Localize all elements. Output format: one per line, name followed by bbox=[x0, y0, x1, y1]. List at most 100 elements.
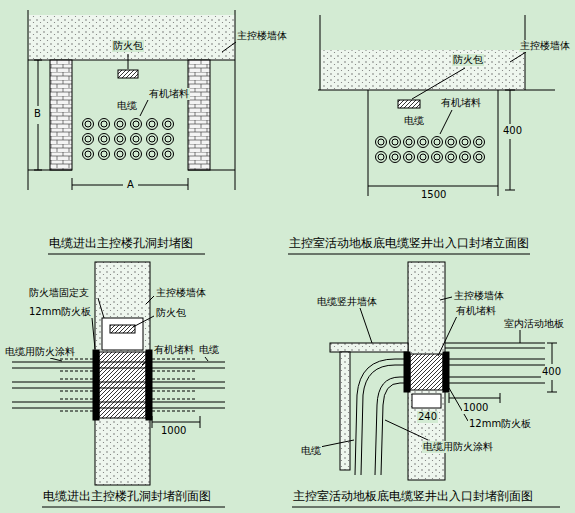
drawing-stroke bbox=[28, 10, 29, 190]
drawing-stroke bbox=[152, 422, 200, 423]
drawing-stroke bbox=[147, 134, 158, 145]
drawing-stroke bbox=[476, 139, 482, 145]
figure-caption: 主控室活动地板底电缆竖井出入口封堵剖面图 bbox=[292, 490, 534, 504]
part-label: 电缆 bbox=[300, 445, 322, 457]
drawing-stroke bbox=[102, 318, 143, 350]
drawing-stroke bbox=[440, 297, 452, 300]
drawing-stroke bbox=[133, 151, 139, 157]
drawing-stroke bbox=[398, 100, 420, 108]
dimension: 1000 bbox=[160, 425, 187, 437]
drawing-stroke bbox=[330, 343, 408, 352]
drawing-stroke bbox=[376, 152, 387, 163]
drawing-stroke bbox=[149, 151, 155, 157]
part-label: 主控楼墙体 bbox=[519, 40, 571, 52]
drawing-stroke bbox=[50, 60, 72, 170]
figure-caption: 电缆进出主控楼孔洞封堵图 bbox=[48, 237, 194, 251]
part-label: 有机堵料 bbox=[440, 97, 482, 109]
figure-wall-section bbox=[12, 262, 225, 507]
drawing-stroke bbox=[440, 110, 452, 134]
drawing-stroke bbox=[449, 393, 450, 403]
part-label: 主控楼墙体 bbox=[453, 290, 505, 302]
part-label: 主控楼墙体 bbox=[155, 287, 207, 299]
drawing-stroke bbox=[432, 137, 443, 148]
drawing-stroke bbox=[368, 90, 369, 196]
drawing-stroke bbox=[375, 377, 545, 475]
part-label: 电缆 bbox=[116, 100, 138, 112]
drawing-stroke bbox=[505, 90, 515, 91]
drawing-stroke bbox=[188, 170, 235, 171]
drawing-stroke bbox=[83, 134, 94, 145]
drawing-stroke bbox=[510, 52, 526, 62]
drawing-stroke bbox=[92, 318, 95, 349]
drawing-stroke bbox=[115, 149, 126, 160]
drawing-stroke bbox=[133, 316, 154, 327]
drawing-stroke bbox=[406, 154, 412, 160]
drawing-stroke bbox=[438, 316, 457, 356]
drawing-stroke bbox=[418, 152, 429, 163]
drawing-stroke bbox=[445, 343, 545, 344]
drawing-stroke bbox=[460, 152, 471, 163]
drawing-stroke bbox=[552, 380, 553, 392]
drawing-stroke bbox=[101, 121, 107, 127]
dimension: 1500 bbox=[420, 189, 447, 201]
drawing-stroke bbox=[390, 152, 401, 163]
drawing-stroke bbox=[115, 119, 126, 130]
part-label: 12mm防火板 bbox=[28, 306, 92, 318]
drawing-stroke bbox=[432, 152, 443, 163]
drawing-stroke bbox=[42, 507, 225, 508]
drawing-stroke bbox=[390, 137, 401, 148]
part-label: 有机堵料 bbox=[148, 88, 190, 100]
drawing-stroke bbox=[163, 134, 174, 145]
drawing-stroke bbox=[462, 154, 468, 160]
drawing-stroke bbox=[147, 149, 158, 160]
drawing-stroke bbox=[420, 139, 426, 145]
drawing-stroke bbox=[434, 154, 440, 160]
drawing-stroke bbox=[404, 137, 415, 148]
drawing-stroke bbox=[28, 170, 72, 171]
drawing-stroke bbox=[318, 90, 555, 91]
drawing-stroke bbox=[500, 393, 501, 403]
drawing-stroke bbox=[412, 394, 441, 408]
part-label: 防火包 bbox=[112, 40, 144, 52]
drawing-stroke bbox=[149, 121, 155, 127]
part-label: 12mm防火板 bbox=[468, 418, 532, 430]
drawing-stroke bbox=[12, 362, 225, 408]
drawing-stroke bbox=[448, 154, 454, 160]
drawing-stroke bbox=[476, 154, 482, 160]
drawing-stroke bbox=[115, 134, 126, 145]
part-label: 电缆用防火涂料 bbox=[4, 346, 76, 358]
part-label: 室内活动地板 bbox=[503, 318, 565, 330]
figure-caption: 电缆进出主控楼孔洞封堵剖面图 bbox=[42, 490, 212, 504]
dimension: B bbox=[33, 108, 42, 120]
drawing-stroke bbox=[38, 124, 39, 170]
drawing-stroke bbox=[50, 358, 62, 361]
drawing-stroke bbox=[547, 343, 557, 344]
drawing-stroke bbox=[474, 152, 485, 163]
drawing-stroke bbox=[510, 139, 511, 190]
drawing-stroke bbox=[446, 152, 457, 163]
dimension: 400 bbox=[502, 125, 523, 137]
drawing-stroke bbox=[292, 507, 560, 508]
drawing-stroke bbox=[404, 352, 410, 392]
dimension: 400 bbox=[541, 366, 562, 378]
drawing-stroke bbox=[498, 90, 499, 196]
drawing-stroke bbox=[404, 152, 415, 163]
part-label: 防火墙固定支 bbox=[28, 287, 90, 299]
drawing-stroke bbox=[392, 154, 398, 160]
drawing-stroke bbox=[355, 359, 545, 475]
drawing-stroke bbox=[340, 352, 350, 470]
drawing-stroke bbox=[128, 54, 129, 69]
drawing-stroke bbox=[360, 308, 372, 343]
part-label: 有机堵料 bbox=[153, 344, 195, 356]
drawing-stroke bbox=[163, 149, 174, 160]
drawing-stroke bbox=[163, 119, 174, 130]
drawing-stroke bbox=[133, 136, 139, 142]
drawing-stroke bbox=[152, 416, 153, 428]
drawing-stroke bbox=[101, 151, 107, 157]
drawing-stroke bbox=[378, 154, 384, 160]
dimension: A bbox=[126, 179, 135, 191]
figure-shaft-elevation bbox=[288, 15, 555, 254]
drawing-stroke bbox=[34, 170, 42, 171]
drawing-stroke bbox=[520, 330, 521, 343]
